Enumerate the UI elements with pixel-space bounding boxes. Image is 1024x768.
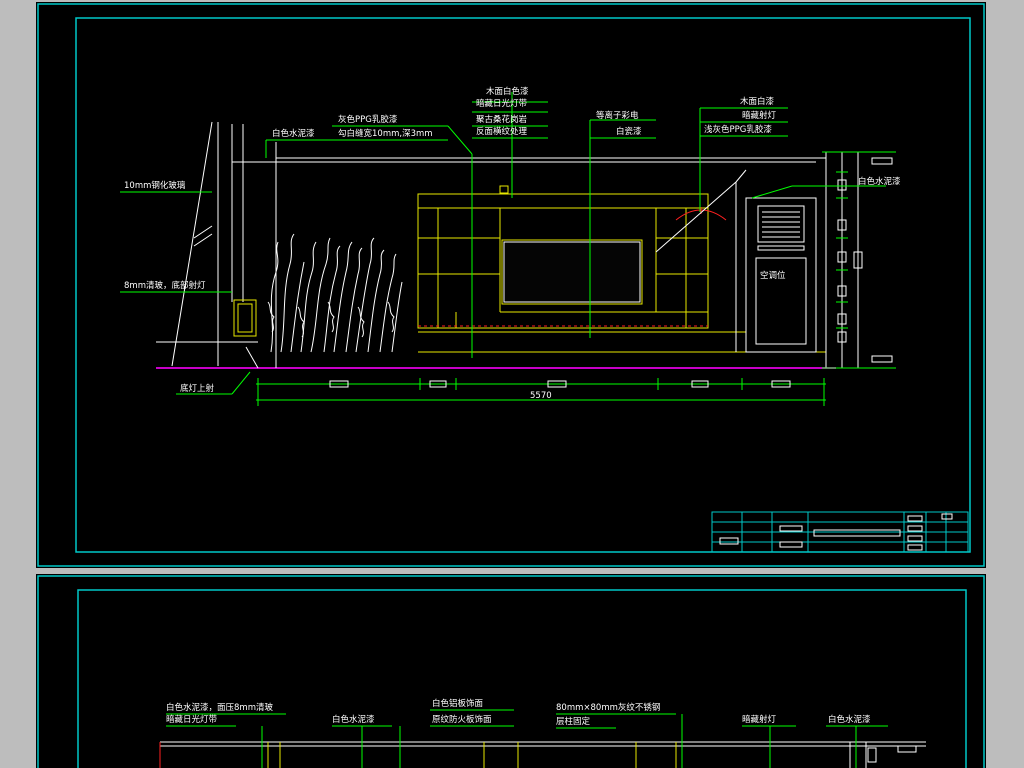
- label-floor-uplight: 底灯上射: [180, 383, 215, 394]
- label-tempered-glass: 10mm钢化玻璃: [124, 180, 186, 191]
- bottom-label-hidden-fluorescent: 暗藏日光灯带: [166, 714, 218, 725]
- label-granite: 聚古桑花岗岩: [476, 114, 528, 125]
- top-drawing-sheet: 白色水泥漆 灰色PPG乳胶漆 勾白缝宽10mm,深3mm 木面白色漆 暗藏日光灯…: [36, 2, 986, 568]
- right-dimension-chain: [825, 152, 893, 368]
- left-glass-wall: [156, 121, 277, 369]
- label-wood-white: 木面白漆: [740, 96, 775, 107]
- bottom-right-dimension: [849, 742, 917, 768]
- right-dimension-ticks: [822, 151, 896, 369]
- bottom-label-hidden-spotlight: 暗藏射灯: [742, 714, 777, 725]
- label-aircon-position: 空调位: [760, 270, 786, 281]
- label-light-gray-latex: 浅灰色PPG乳胶漆: [704, 124, 772, 135]
- bottom-label-stainless-steel: 80mm×80mm灰纹不锈钢: [556, 702, 660, 713]
- spotlight-lamp: [675, 207, 727, 221]
- decorative-plants: [267, 233, 403, 353]
- bottom-outer-frame: [37, 575, 985, 768]
- tv-screen: [503, 241, 641, 303]
- label-hidden-spotlight: 暗藏射灯: [742, 110, 777, 121]
- bottom-callout-leaders: [166, 709, 888, 768]
- top-elevation-drawing: 白色水泥漆 灰色PPG乳胶漆 勾白缝宽10mm,深3mm 木面白色漆 暗藏日光灯…: [37, 3, 985, 567]
- label-hidden-fluorescent: 暗藏日光灯带: [476, 98, 528, 109]
- outer-frame: [37, 3, 985, 567]
- bottom-label-white-cement-glass: 白色水泥漆，面压8mm清玻: [166, 702, 273, 713]
- bottom-drawing-sheet: 白色水泥漆，面压8mm清玻 暗藏日光灯带 白色水泥漆 白色铝板饰面 原纹防火板饰…: [36, 574, 986, 768]
- bottom-inner-frame: [77, 589, 967, 768]
- bottom-label-fixed-column: 层柱固定: [556, 716, 591, 727]
- bottom-label-fireproof-board: 原纹防火板饰面: [432, 714, 492, 725]
- label-total-dimension: 5570: [530, 391, 552, 401]
- callout-leaders: [120, 92, 886, 395]
- label-granite-treatment: 反面横纹处理: [476, 126, 528, 137]
- diagonal-hatch: [655, 181, 737, 253]
- label-clear-glass: 8mm清玻，底部射灯: [124, 280, 206, 291]
- label-white-seam: 勾白缝宽10mm,深3mm: [338, 128, 433, 139]
- bottom-posts: [267, 742, 677, 768]
- label-right-white-cement: 白色水泥漆: [858, 176, 901, 187]
- tv-wall-cabinet: [417, 185, 826, 353]
- label-wood-white-paint: 木面白色漆: [486, 86, 529, 97]
- label-white-cement-paint: 白色水泥漆: [272, 128, 315, 139]
- bottom-label-white-cement-2: 白色水泥漆: [332, 714, 375, 725]
- bottom-label-aluminum-board: 白色铝板饰面: [432, 698, 484, 709]
- label-white-porcelain: 白瓷漆: [616, 126, 642, 137]
- bottom-label-white-cement-3: 白色水泥漆: [828, 714, 871, 725]
- label-plasma-tv: 等离子彩电: [596, 110, 639, 121]
- title-block: [711, 511, 969, 553]
- inner-frame: [75, 17, 971, 553]
- title-block-fields: [719, 513, 953, 551]
- bottom-dimension-chain: [256, 378, 826, 406]
- aircon-cabinet: [735, 169, 817, 353]
- bottom-elevation-drawing: 白色水泥漆，面压8mm清玻 暗藏日光灯带 白色水泥漆 白色铝板饰面 原纹防火板饰…: [37, 575, 985, 768]
- label-gray-ppg-latex: 灰色PPG乳胶漆: [338, 114, 398, 125]
- bottom-dimension-labels: [329, 380, 791, 388]
